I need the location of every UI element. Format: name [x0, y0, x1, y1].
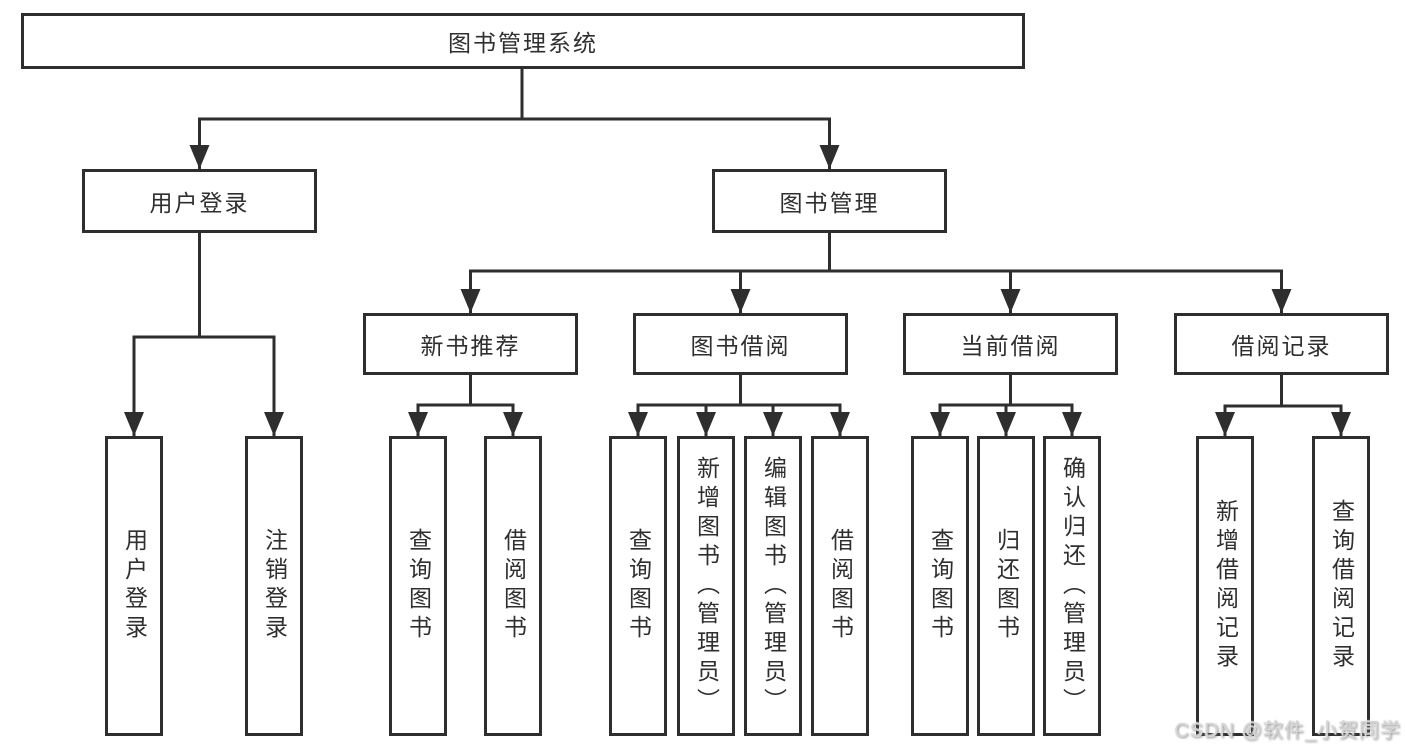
- connector-book-mgmt-to-level3: [460, 231, 1292, 315]
- leaf-add-books-admin-label: 新增图书（管理员）: [693, 455, 720, 717]
- node-new-book-rec-label: 新书推荐: [420, 333, 521, 359]
- leaf-confirm-return-admin-label: 确认归还（管理员）: [1059, 455, 1086, 717]
- node-system-root: 图书管理系统: [21, 13, 1025, 69]
- leaf-current-query-books-label: 查询图书: [927, 528, 954, 644]
- leaf-borrow-query-books-label: 查询图书: [625, 528, 652, 644]
- node-user-login: 用户登录: [82, 169, 317, 233]
- node-borrow-record-label: 借阅记录: [1231, 333, 1332, 359]
- leaf-query-borrow-record-label: 查询借阅记录: [1328, 499, 1355, 673]
- leaf-return-books-label: 归还图书: [993, 528, 1020, 644]
- leaf-current-query-books: 查询图书: [911, 436, 969, 736]
- csdn-watermark: CSDN @软件_小贺同学: [1174, 720, 1401, 742]
- leaf-rec-borrow-books-label: 借阅图书: [500, 528, 527, 644]
- leaf-user-login-label: 用户登录: [121, 528, 148, 644]
- node-system-root-label: 图书管理系统: [448, 30, 598, 56]
- leaf-borrow-query-books: 查询图书: [609, 436, 667, 736]
- leaf-edit-books-admin: 编辑图书（管理员）: [744, 436, 802, 736]
- leaf-edit-books-admin-label: 编辑图书（管理员）: [760, 455, 787, 717]
- leaf-borrow-books-label: 借阅图书: [827, 528, 854, 644]
- node-book-mgmt-label: 图书管理: [779, 190, 880, 216]
- leaf-add-borrow-record-label: 新增借阅记录: [1212, 499, 1239, 673]
- leaf-add-books-admin: 新增图书（管理员）: [677, 436, 735, 736]
- node-book-borrow-label: 图书借阅: [690, 333, 791, 359]
- leaf-query-borrow-record: 查询借阅记录: [1312, 436, 1370, 736]
- connector-book-borrow-children: [628, 373, 850, 438]
- connector-current-borrow-children: [930, 373, 1082, 438]
- node-user-login-label: 用户登录: [149, 190, 250, 216]
- leaf-rec-borrow-books: 借阅图书: [484, 436, 542, 736]
- leaf-rec-query-books: 查询图书: [389, 436, 447, 736]
- connector-user-login-children: [124, 231, 284, 438]
- leaf-user-login: 用户登录: [105, 436, 163, 736]
- connector-root-to-level2: [189, 67, 840, 171]
- node-book-borrow: 图书借阅: [633, 313, 848, 375]
- node-current-borrow-label: 当前借阅: [960, 333, 1061, 359]
- node-borrow-record: 借阅记录: [1174, 313, 1389, 375]
- connector-borrow-record-children: [1215, 373, 1351, 438]
- leaf-logout: 注销登录: [245, 436, 303, 736]
- leaf-logout-label: 注销登录: [261, 528, 288, 644]
- node-current-borrow: 当前借阅: [903, 313, 1118, 375]
- node-book-mgmt: 图书管理: [712, 169, 947, 233]
- leaf-add-borrow-record: 新增借阅记录: [1196, 436, 1254, 736]
- leaf-borrow-books: 借阅图书: [811, 436, 869, 736]
- leaf-return-books: 归还图书: [977, 436, 1035, 736]
- connector-new-book-rec-children: [408, 373, 523, 438]
- leaf-rec-query-books-label: 查询图书: [405, 528, 432, 644]
- leaf-confirm-return-admin: 确认归还（管理员）: [1043, 436, 1101, 736]
- node-new-book-rec: 新书推荐: [363, 313, 578, 375]
